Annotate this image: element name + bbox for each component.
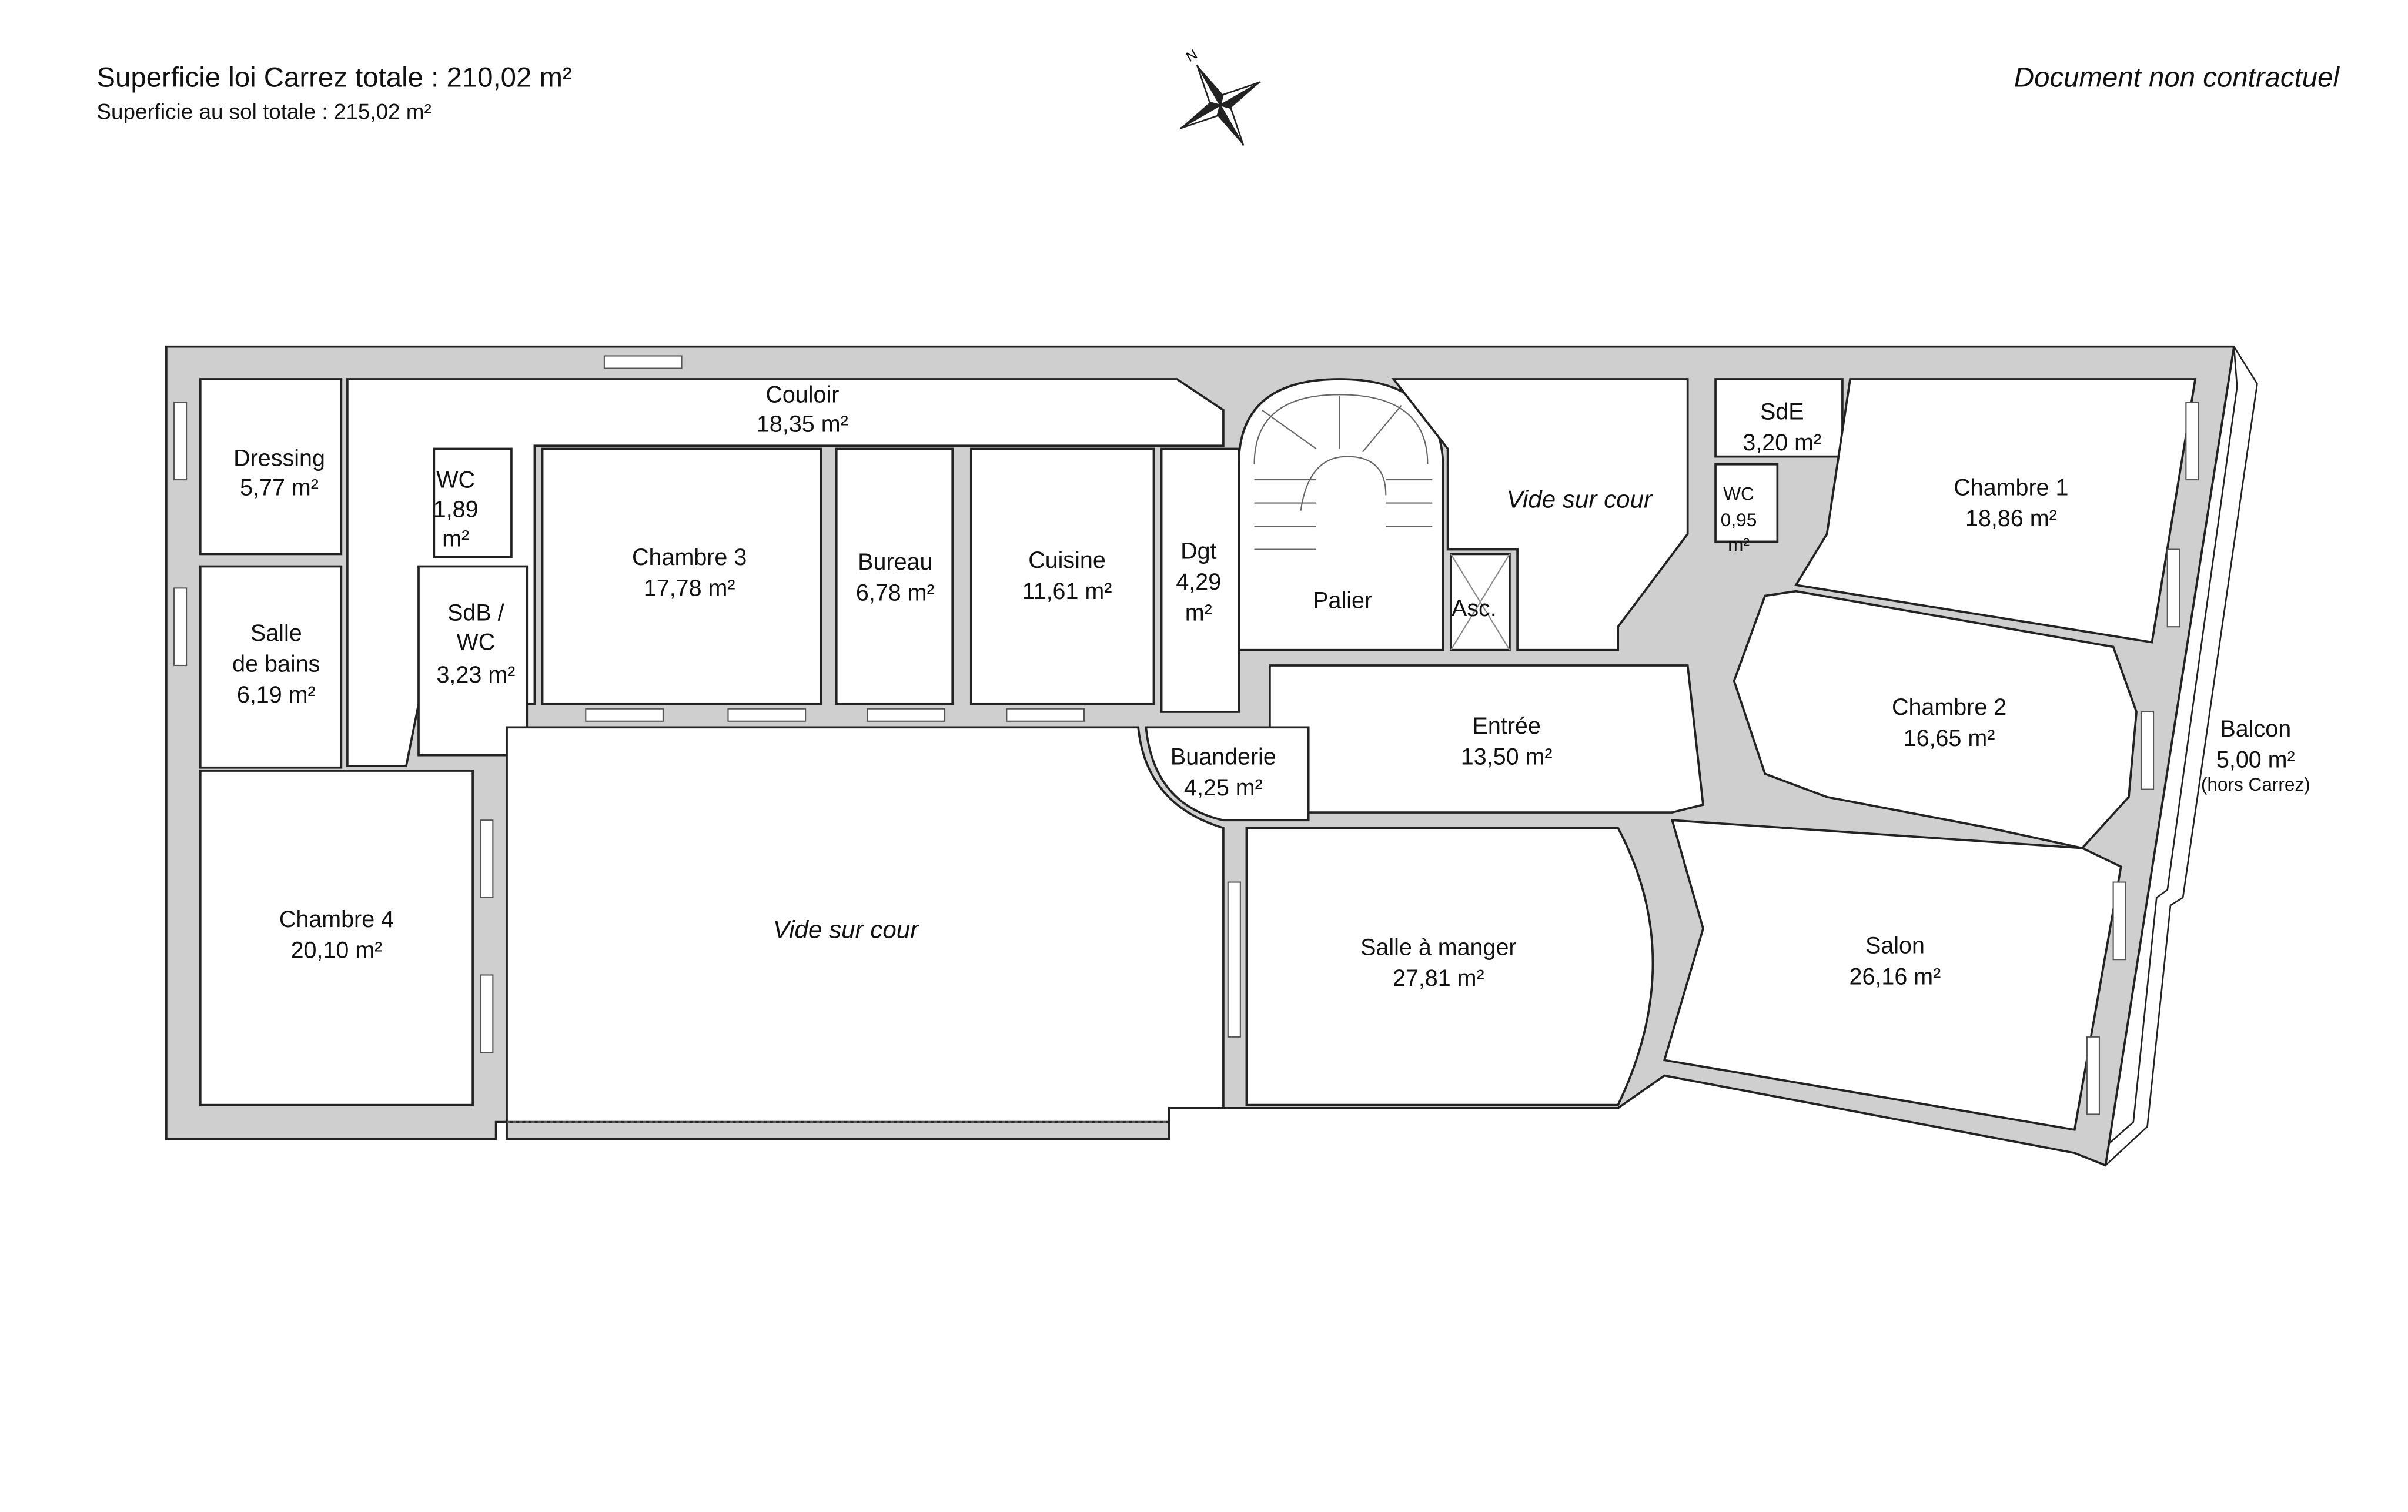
sol-total: Superficie au sol totale : 215,02 m²: [96, 100, 431, 124]
room-label-asc: Asc.: [1452, 596, 1497, 621]
disclaimer: Document non contractuel: [2014, 62, 2340, 93]
staircase: [1253, 394, 1433, 550]
compass-icon: N: [1179, 47, 1261, 146]
carrez-total: Superficie loi Carrez totale : 210,02 m²: [96, 62, 571, 93]
room-label-palier: Palier: [1313, 588, 1372, 614]
room-label-vide-sur-cour-left: Vide sur cour: [773, 915, 919, 943]
room-label-vide-sur-cour-right: Vide sur cour: [1507, 485, 1653, 513]
elevator-icon: [1450, 553, 1510, 651]
windows: [173, 355, 2199, 1115]
compass-north-letter: N: [1183, 47, 1200, 65]
rooms: [199, 378, 2197, 1131]
